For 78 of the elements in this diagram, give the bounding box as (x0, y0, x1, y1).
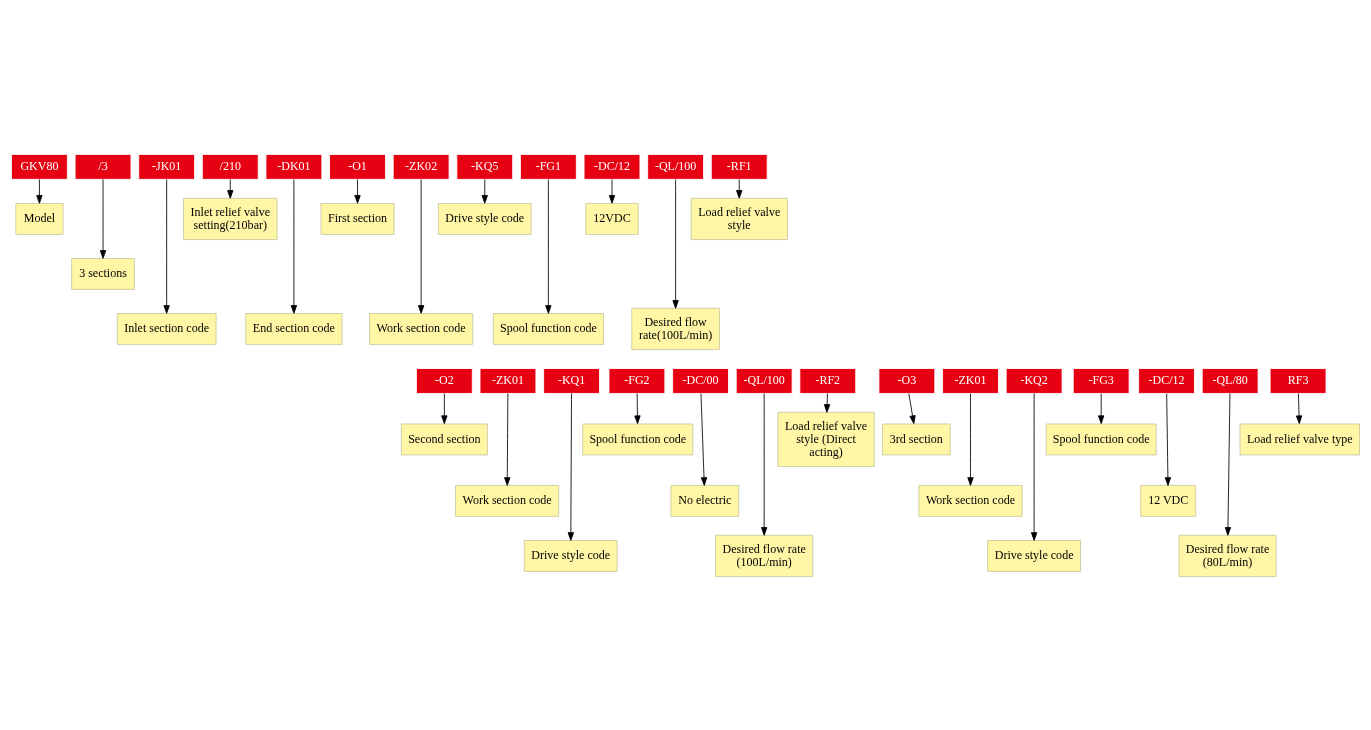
arrow (736, 178, 743, 199)
arrow (1164, 392, 1172, 486)
node-box: Inlet section code (116, 312, 217, 345)
node-box: Drive style code (437, 202, 532, 235)
node-box: Spool function code (582, 423, 694, 455)
arrow (504, 392, 511, 486)
arrow (567, 392, 574, 541)
arrow (761, 392, 768, 536)
node-box: /210 (201, 153, 259, 180)
node-box: 3 sections (71, 257, 135, 290)
node-box: -ZK01 (942, 367, 999, 394)
node-box: -KQ2 (1005, 367, 1063, 394)
node-box: Work section code (918, 484, 1023, 517)
node-box: First section (320, 202, 395, 235)
node-box: Drive style code (987, 539, 1081, 572)
arrow (441, 392, 448, 424)
arrow (967, 392, 974, 486)
node-box: -DC/00 (672, 367, 729, 394)
node-box: -FG1 (520, 153, 577, 180)
arrow (823, 392, 831, 413)
node-box: Desired flow rate (80L/min) (1178, 534, 1277, 577)
node-box: Inlet relief valve setting(210bar) (183, 197, 278, 240)
node-box: No electric (670, 484, 740, 517)
node-box: GKV80 (11, 153, 68, 180)
node-box: -JK01 (138, 153, 196, 180)
node-box: Load relief valve style (Direct acting) (777, 411, 875, 467)
arrow (290, 178, 298, 314)
node-box: /3 (74, 153, 132, 180)
arrow (36, 178, 43, 204)
arrow (418, 178, 425, 314)
arrow (1224, 392, 1232, 536)
node-box: 12 VDC (1140, 484, 1197, 517)
node-box: 12VDC (585, 202, 639, 235)
node-box: -RF1 (710, 153, 768, 180)
node-box: Spool function code (1045, 423, 1157, 455)
node-box: -FG2 (608, 367, 666, 394)
node-box: Work section code (369, 312, 474, 345)
node-box: Load relief valve type (1239, 423, 1360, 455)
arrow (354, 178, 361, 204)
node-box: -DC/12 (583, 153, 641, 180)
node-box: -RF2 (799, 367, 857, 394)
node-box: -KQ5 (456, 153, 514, 180)
node-box: -QL/100 (735, 367, 793, 394)
node-box: -FG3 (1072, 367, 1130, 394)
node-box: End section code (245, 312, 343, 345)
node-box: RF3 (1269, 367, 1327, 394)
node-box: Desired flow rate(100L/min) (631, 307, 720, 350)
node-box: Load relief valve style (690, 197, 788, 240)
arrow (700, 392, 708, 486)
node-box: Second section (400, 423, 488, 455)
node-box: -DK01 (265, 153, 323, 180)
node-box: 3rd section (881, 423, 951, 455)
arrow (1031, 392, 1038, 541)
node-box: -O2 (416, 367, 473, 394)
arrow (481, 178, 488, 204)
arrow (163, 178, 170, 314)
node-box: -ZK01 (479, 367, 537, 394)
arrow (908, 392, 916, 424)
node-box: -O1 (329, 153, 386, 180)
arrow (99, 178, 107, 259)
arrow (227, 178, 234, 199)
node-box: -DC/12 (1138, 367, 1195, 394)
arrow (1295, 392, 1303, 424)
arrow (672, 178, 679, 309)
node-box: -O3 (878, 367, 936, 394)
arrow (1098, 392, 1105, 424)
arrow (634, 392, 641, 424)
node-box: -ZK02 (392, 153, 450, 180)
node-box: Desired flow rate (100L/min) (715, 534, 814, 577)
node-box: Model (15, 202, 64, 235)
node-box: -KQ1 (543, 367, 600, 394)
arrow (545, 178, 552, 314)
node-box: Drive style code (523, 539, 618, 572)
node-box: Spool function code (492, 312, 604, 345)
arrow (608, 178, 616, 204)
node-box: -QL/80 (1201, 367, 1259, 394)
node-box: Work section code (455, 484, 560, 517)
node-box: -QL/100 (647, 153, 704, 180)
